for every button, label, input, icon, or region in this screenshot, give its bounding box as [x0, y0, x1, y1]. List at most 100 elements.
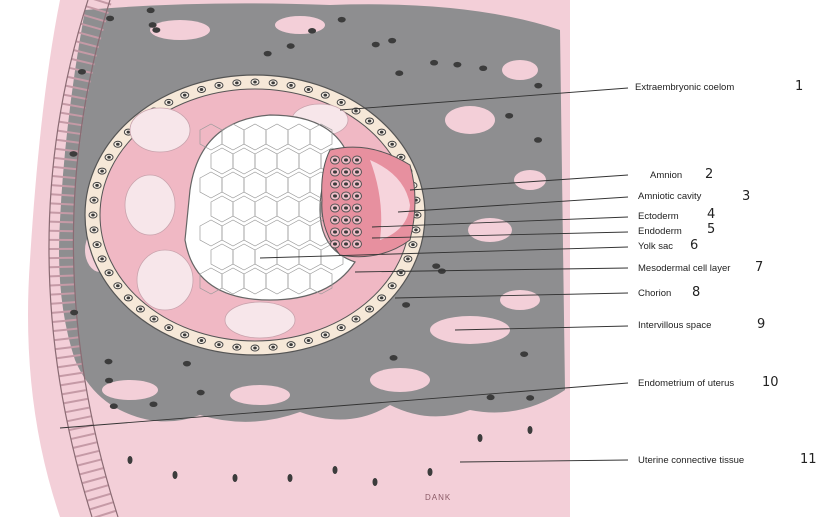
cell: [534, 83, 542, 89]
cell: [478, 434, 483, 442]
cell: [253, 347, 257, 350]
cell: [253, 81, 257, 84]
cell: [388, 38, 396, 44]
cell: [354, 317, 358, 320]
label-ectoderm: Ectoderm: [638, 211, 679, 222]
cell: [333, 158, 337, 161]
number-1: 1: [795, 79, 803, 94]
number-8: 8: [692, 285, 700, 300]
cell: [139, 308, 143, 311]
label-amniotic-cavity: Amniotic cavity: [638, 191, 701, 202]
artist-signature: DANK: [425, 493, 451, 502]
cell: [354, 110, 358, 113]
cell: [106, 16, 114, 22]
cell: [78, 69, 86, 75]
cell: [333, 230, 337, 233]
cell: [183, 333, 187, 336]
label-yolk-sac: Yolk sac: [638, 241, 673, 252]
cell: [200, 339, 204, 342]
cell: [323, 94, 327, 97]
cell: [339, 101, 343, 104]
number-6: 6: [690, 238, 698, 253]
label-uterine-connective-tissue: Uterine connective tissue: [638, 455, 744, 466]
cell: [149, 401, 157, 407]
cell: [368, 119, 372, 122]
label-endometrium-of-uterus: Endometrium of uterus: [638, 378, 734, 389]
cell: [128, 456, 133, 464]
cell: [355, 206, 359, 209]
cell: [505, 113, 513, 119]
label-chorion: Chorion: [638, 288, 671, 299]
cell: [95, 184, 99, 187]
cell: [70, 310, 78, 316]
cell: [107, 156, 111, 159]
cell: [152, 317, 156, 320]
cell: [406, 257, 410, 260]
cell: [487, 395, 495, 401]
cell: [368, 308, 372, 311]
cell: [173, 471, 178, 479]
cell: [127, 131, 131, 134]
cell: [344, 170, 348, 173]
cell: [390, 143, 394, 146]
cell: [526, 395, 534, 401]
label-extraembryonic-coelom: Extraembryonic coelom: [635, 82, 734, 93]
cell: [395, 70, 403, 76]
cell: [453, 62, 461, 68]
cell: [428, 468, 433, 476]
cell: [380, 131, 384, 134]
cell: [110, 403, 118, 409]
number-5: 5: [707, 222, 715, 237]
cell: [355, 242, 359, 245]
cell: [338, 17, 346, 23]
cell: [344, 242, 348, 245]
cell: [479, 65, 487, 71]
cell: [339, 326, 343, 329]
cell: [333, 194, 337, 197]
cell: [183, 361, 191, 367]
cell: [167, 101, 171, 104]
number-7: 7: [755, 260, 763, 275]
cell: [432, 263, 440, 269]
cell: [399, 156, 403, 159]
cell: [528, 426, 533, 434]
cell: [289, 343, 293, 346]
cell: [95, 243, 99, 246]
cell: [197, 390, 205, 396]
cell: [411, 243, 415, 246]
cell: [355, 218, 359, 221]
cell: [147, 8, 155, 14]
cell: [355, 158, 359, 161]
number-3: 3: [742, 189, 750, 204]
cell: [271, 346, 275, 349]
cell: [233, 474, 238, 482]
cell: [152, 27, 160, 33]
cell: [235, 346, 239, 349]
cell: [287, 43, 295, 49]
cell: [344, 218, 348, 221]
cell: [288, 474, 293, 482]
cell: [402, 302, 410, 308]
cell: [116, 284, 120, 287]
number-4: 4: [707, 207, 715, 222]
cell: [333, 242, 337, 245]
cell: [333, 466, 338, 474]
cell: [344, 230, 348, 233]
cell: [264, 51, 272, 57]
cell: [91, 214, 95, 217]
cell: [92, 199, 96, 202]
cell: [116, 143, 120, 146]
cell: [372, 42, 380, 48]
cell: [105, 378, 113, 384]
cell: [333, 182, 337, 185]
cell: [167, 326, 171, 329]
cell: [104, 359, 112, 365]
cell: [390, 284, 394, 287]
cell: [534, 137, 542, 143]
cell: [333, 206, 337, 209]
cell: [323, 333, 327, 336]
cell: [380, 296, 384, 299]
cell: [415, 214, 419, 217]
